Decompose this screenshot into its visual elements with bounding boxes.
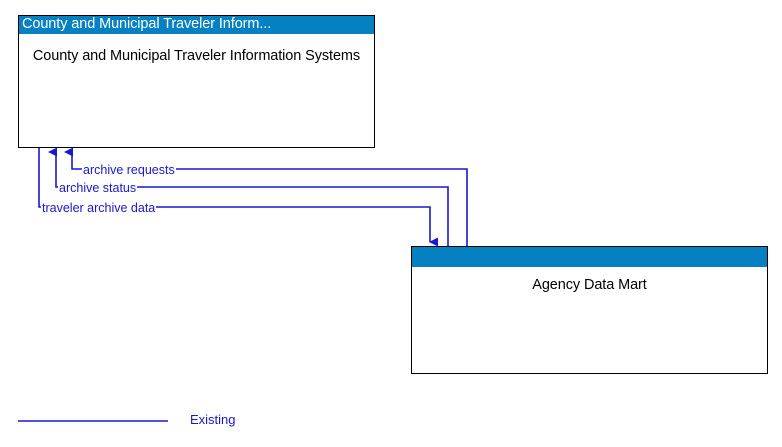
- node-titlebar-agency-data-mart: [412, 247, 767, 267]
- node-county-municipal-traveler-information-systems[interactable]: County and Municipal Traveler Inform... …: [18, 15, 375, 148]
- node-titlebar-cmtis: County and Municipal Traveler Inform...: [19, 16, 374, 34]
- flow-label-traveler-archive-data: traveler archive data: [41, 201, 157, 215]
- node-label-agency-data-mart: Agency Data Mart: [532, 277, 647, 293]
- node-agency-data-mart[interactable]: Agency Data Mart: [411, 246, 768, 374]
- node-label-cmtis: County and Municipal Traveler Informatio…: [32, 48, 361, 64]
- legend-label-existing: Existing: [190, 412, 236, 427]
- flow-label-archive-status: archive status: [58, 181, 138, 195]
- flow-label-archive-requests: archive requests: [82, 163, 176, 177]
